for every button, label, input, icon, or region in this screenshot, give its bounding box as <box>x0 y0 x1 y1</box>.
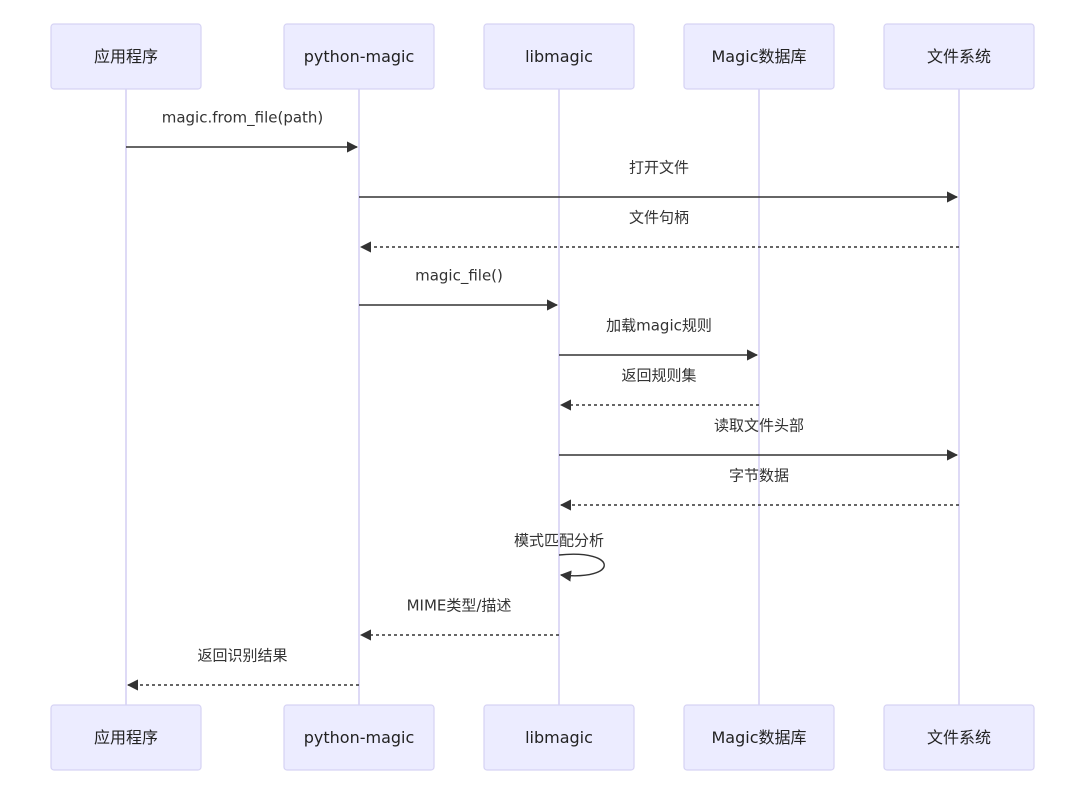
message-4: magic_file() <box>359 267 559 311</box>
participant-box <box>683 704 835 771</box>
message-5: 加载magic规则 <box>559 317 759 361</box>
participant-fs-top: 文件系统 <box>883 23 1035 90</box>
message-2: 打开文件 <box>359 159 959 203</box>
lifelines <box>125 89 960 705</box>
message-1: magic.from_file(path) <box>126 109 359 153</box>
participant-box <box>283 704 435 771</box>
participant-db-bottom: Magic数据库 <box>683 704 835 771</box>
message-8: 字节数据 <box>559 467 959 511</box>
message-label: magic_file() <box>415 267 503 286</box>
message-9: 模式匹配分析 <box>514 532 605 582</box>
message-6: 返回规则集 <box>559 367 759 411</box>
participant-box <box>683 23 835 90</box>
message-label: 返回规则集 <box>621 367 696 385</box>
participant-label: libmagic <box>525 47 593 66</box>
participant-box <box>50 704 202 771</box>
message-label: 字节数据 <box>729 467 789 485</box>
participant-box <box>483 704 635 771</box>
participant-label: 文件系统 <box>927 728 991 747</box>
participant-pm-bottom: python-magic <box>283 704 435 771</box>
message-10: MIME类型/描述 <box>359 597 559 641</box>
participants-bottom: 应用程序 python-magic libmagic Magic数据库 文件系统 <box>50 704 1035 771</box>
participant-box <box>883 23 1035 90</box>
participant-label: 文件系统 <box>927 47 991 66</box>
participant-label: python-magic <box>304 728 415 747</box>
message-7: 读取文件头部 <box>559 417 959 461</box>
message-label: 返回识别结果 <box>197 647 287 665</box>
message-label: 模式匹配分析 <box>514 532 604 550</box>
participant-label: Magic数据库 <box>711 47 806 66</box>
message-label: MIME类型/描述 <box>407 597 512 615</box>
message-label: 打开文件 <box>629 159 689 177</box>
participant-db-top: Magic数据库 <box>683 23 835 90</box>
participant-app-bottom: 应用程序 <box>50 704 202 771</box>
message-label: 加载magic规则 <box>606 317 712 335</box>
participant-pm-top: python-magic <box>283 23 435 90</box>
participant-app-top: 应用程序 <box>50 23 202 90</box>
participant-lib-top: libmagic <box>483 23 635 90</box>
participant-lib-bottom: libmagic <box>483 704 635 771</box>
message-label: 文件句柄 <box>629 209 689 227</box>
participant-box <box>483 23 635 90</box>
participant-fs-bottom: 文件系统 <box>883 704 1035 771</box>
message-label: 读取文件头部 <box>714 417 804 435</box>
participant-label: python-magic <box>304 47 415 66</box>
participant-box <box>883 704 1035 771</box>
participant-label: 应用程序 <box>94 47 158 66</box>
participant-label: Magic数据库 <box>711 728 806 747</box>
participant-box <box>283 23 435 90</box>
participant-box <box>50 23 202 90</box>
participant-label: 应用程序 <box>94 728 158 747</box>
message-3: 文件句柄 <box>359 209 959 253</box>
message-11: 返回识别结果 <box>126 647 359 691</box>
participants-top: 应用程序 python-magic libmagic Magic数据库 文件系统 <box>50 23 1035 90</box>
message-arrow <box>558 553 605 582</box>
message-label: magic.from_file(path) <box>162 109 324 128</box>
participant-label: libmagic <box>525 728 593 747</box>
